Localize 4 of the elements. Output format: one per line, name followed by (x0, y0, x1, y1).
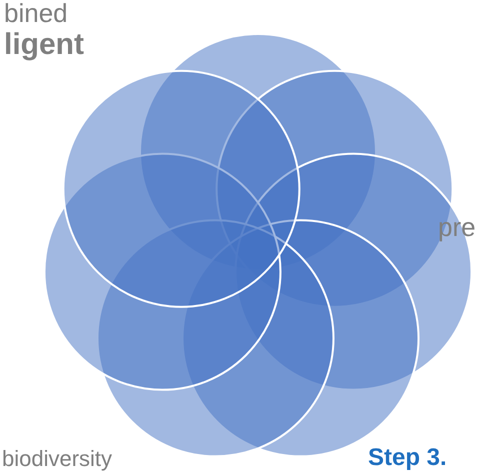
text-label: ligent (4, 30, 84, 60)
text-label: Step 3. (368, 446, 447, 470)
text-label: biodiversity (2, 448, 112, 470)
text-label: bined (4, 0, 68, 26)
